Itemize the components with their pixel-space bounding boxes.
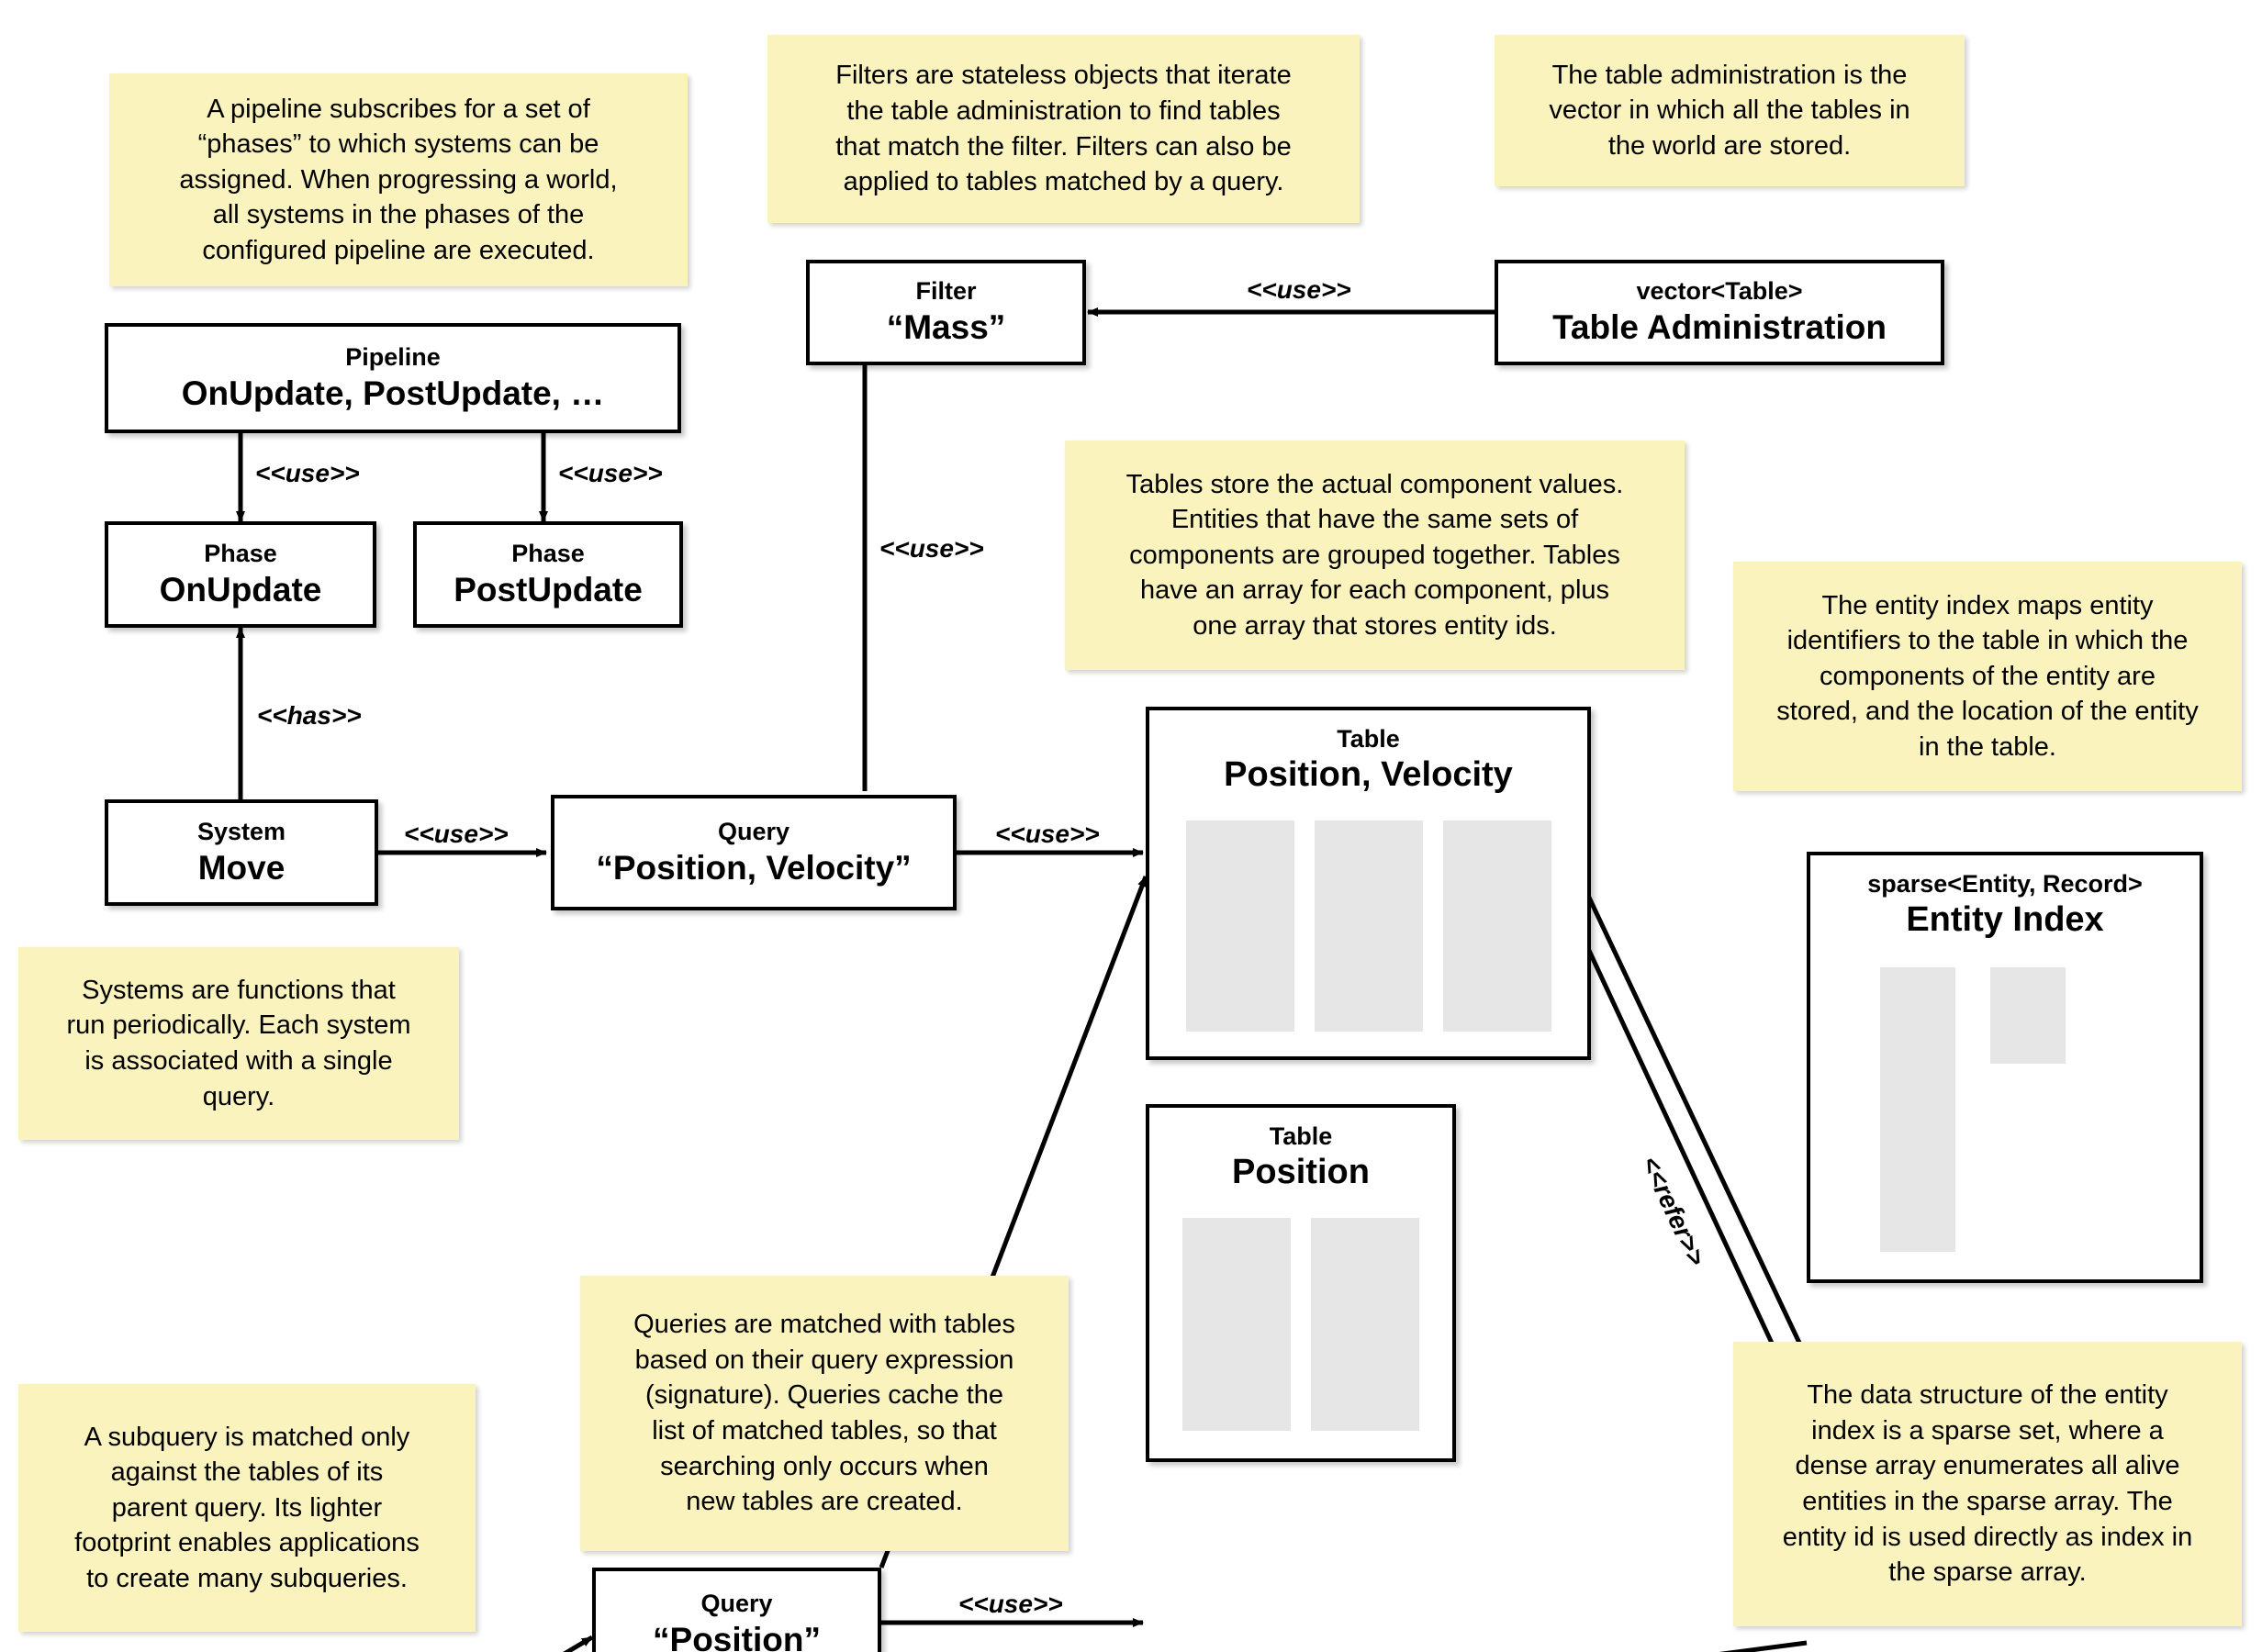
table-admin-name: Table Administration (1552, 308, 1887, 347)
entity-index-stereotype: sparse<Entity, Record> (1867, 870, 2143, 898)
note-sparse-set: The data structure of the entity index i… (1733, 1342, 2242, 1626)
phase-postupdate-stereotype: Phase (511, 539, 585, 567)
note-filter: Filters are stateless objects that itera… (767, 35, 1360, 223)
class-box-query-position[interactable]: Query “Position” (592, 1568, 881, 1652)
table-pv-column (1185, 820, 1294, 1032)
edge-label-system-has-phase: <<has>> (257, 701, 362, 730)
note-subquery: A subquery is matched only against the t… (18, 1384, 476, 1632)
edge-label-system-uses-query: <<use>> (404, 820, 509, 848)
table-pv-column (1442, 820, 1551, 1032)
class-box-system-move[interactable]: System Move (105, 799, 378, 906)
edge-label-pipeline-postupdate: <<use>> (558, 459, 663, 487)
entity-index-header: sparse<Entity, Record> Entity Index (1810, 855, 2200, 942)
class-box-query-position-velocity[interactable]: Query “Position, Velocity” (551, 795, 957, 910)
phase-onupdate-name: OnUpdate (159, 570, 322, 608)
table-box-position-velocity[interactable]: Table Position, Velocity (1146, 707, 1591, 1060)
table-p-name: Position (1232, 1153, 1370, 1191)
edge-label-pipeline-onupdate: <<use>> (255, 459, 360, 487)
edge-label-index-refers-table: <<refer>> (1635, 1152, 1711, 1270)
table-pv-columns (1149, 820, 1587, 1032)
entity-index-sparse-array (1880, 967, 1955, 1252)
class-box-table-administration[interactable]: vector<Table> Table Administration (1495, 260, 1944, 365)
note-entity-index: The entity index maps entity identifiers… (1733, 562, 2242, 791)
query-p-stereotype: Query (700, 1589, 773, 1617)
pipeline-stereotype: Pipeline (345, 342, 441, 371)
system-move-stereotype: System (196, 817, 286, 845)
table-p-column (1182, 1218, 1291, 1431)
class-box-phase-onupdate[interactable]: Phase OnUpdate (105, 521, 376, 628)
table-p-header: Table Position (1149, 1108, 1452, 1194)
edge-label-query-uses-filter: <<use>> (879, 534, 984, 563)
pipeline-name: OnUpdate, PostUpdate, … (181, 374, 605, 412)
note-table-admin: The table administration is the vector i… (1495, 35, 1965, 186)
note-queries: Queries are matched with tables based on… (580, 1276, 1069, 1551)
entity-index-box[interactable]: sparse<Entity, Record> Entity Index (1807, 852, 2203, 1283)
table-box-position[interactable]: Table Position (1146, 1104, 1456, 1462)
system-move-name: Move (197, 848, 286, 887)
edge-label-admin-uses-filter: <<use>> (1247, 275, 1351, 304)
filter-mass-name: “Mass” (886, 308, 1006, 347)
edge-label-query-uses-table: <<use>> (995, 820, 1100, 848)
query-pv-name: “Position, Velocity” (596, 848, 912, 887)
table-p-stereotype: Table (1269, 1122, 1333, 1150)
table-pv-name: Position, Velocity (1224, 755, 1513, 794)
class-box-pipeline[interactable]: Pipeline OnUpdate, PostUpdate, … (105, 323, 681, 433)
query-pv-stereotype: Query (717, 817, 790, 845)
table-p-columns (1149, 1218, 1452, 1431)
entity-index-dense-array (1990, 967, 2066, 1064)
note-tables: Tables store the actual component values… (1065, 441, 1685, 670)
table-pv-header: Table Position, Velocity (1149, 710, 1587, 797)
note-pipeline: A pipeline subscribes for a set of “phas… (109, 73, 688, 286)
phase-onupdate-stereotype: Phase (204, 539, 277, 567)
phase-postupdate-name: PostUpdate (454, 570, 643, 608)
entity-index-name: Entity Index (1906, 900, 2104, 939)
class-box-phase-postupdate[interactable]: Phase PostUpdate (413, 521, 683, 628)
filter-mass-stereotype: Filter (915, 277, 977, 306)
table-pv-column (1314, 820, 1423, 1032)
query-p-name: “Position” (653, 1620, 821, 1652)
table-admin-stereotype: vector<Table> (1636, 277, 1803, 306)
class-box-filter-mass[interactable]: Filter “Mass” (806, 260, 1086, 365)
note-systems: Systems are functions that run periodica… (18, 947, 459, 1140)
table-p-column (1311, 1218, 1419, 1431)
table-pv-stereotype: Table (1337, 725, 1400, 753)
edge-label-queryp-uses-tablep: <<use>> (958, 1590, 1063, 1618)
